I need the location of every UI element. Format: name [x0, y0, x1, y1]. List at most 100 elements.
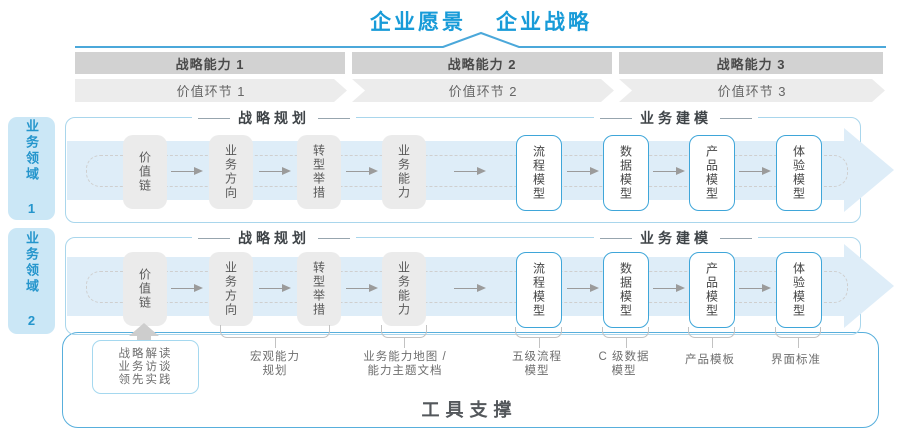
annotation-line: 规划	[262, 365, 288, 377]
box-transformation: 转型举措	[297, 135, 341, 209]
brace-ui-standard	[775, 327, 821, 348]
box-business-capability: 业务能力	[382, 135, 426, 209]
vision-title: 企业愿景	[370, 11, 466, 34]
box-business-capability: 业务能力	[382, 252, 426, 326]
brace-data-model	[602, 327, 649, 348]
brace-process-model	[515, 327, 562, 348]
annotation-line: 产品模板	[685, 354, 735, 366]
brace-capability-map	[381, 325, 427, 348]
title-dash-icon	[600, 117, 632, 119]
brace-macro-capability	[220, 325, 330, 348]
box-experience-model: 体验模型	[776, 252, 822, 328]
domain-label-2: 业务领域 2	[8, 228, 55, 334]
flow-arrow-icon	[171, 283, 203, 292]
domain-2-panel: 战略规划 业务建模 价值链 业务方向 转型举措 业务能力 流程模型 数据模型 产…	[65, 228, 894, 335]
box-product-model-label: 产品模型	[704, 145, 719, 201]
dashed-track	[86, 155, 848, 187]
box-product-model: 产品模型	[689, 135, 735, 211]
annotation-data-model: C 级数据 模型	[572, 350, 676, 378]
business-modeling-title: 业务建模	[594, 228, 758, 248]
box-transformation-label: 转型举措	[311, 144, 326, 200]
capability-bar-1: 战略能力 1	[75, 52, 345, 74]
value-chain-chevron-2: 价值环节 2	[352, 79, 614, 102]
annotation-line: 宏观能力	[250, 351, 300, 363]
flow-arrow-icon	[259, 283, 291, 292]
business-modeling-title: 业务建模	[594, 108, 758, 128]
box-business-direction: 业务方向	[209, 252, 253, 326]
flow-arrow-icon	[454, 166, 486, 175]
title-dash-icon	[600, 237, 632, 239]
value-chain-chevron-1: 价值环节 1	[75, 79, 347, 102]
title-dash-icon	[720, 237, 752, 239]
domain-2-text: 业务领域 2	[24, 231, 39, 331]
domain-1-panel: 战略规划 业务建模 价值链 业务方向 转型举措 业务能力 流程模型 数据模型 产…	[65, 108, 894, 223]
capability-bar-2: 战略能力 2	[352, 52, 612, 74]
value-chain-2-label: 价值环节 2	[448, 84, 518, 99]
flow-arrow-icon	[567, 283, 599, 292]
box-process-model-label: 流程模型	[531, 262, 546, 318]
box-data-model-label: 数据模型	[618, 145, 633, 201]
flow-arrow-icon	[653, 283, 685, 292]
strategic-planning-title: 战略规划	[192, 108, 356, 128]
box-transformation-label: 转型举措	[311, 261, 326, 317]
box-product-model-label: 产品模型	[704, 262, 719, 318]
practice-line-2: 业务访谈	[118, 360, 173, 373]
box-product-model: 产品模型	[689, 252, 735, 328]
value-chain-3-label: 价值环节 3	[717, 84, 787, 99]
title-dash-icon	[318, 117, 350, 119]
capability-bar-2-label: 战略能力 2	[447, 56, 517, 72]
strategic-planning-text: 战略规划	[238, 230, 310, 246]
title-dash-icon	[318, 237, 350, 239]
flow-band-arrowhead-icon	[844, 128, 894, 212]
flow-arrow-icon	[346, 283, 378, 292]
capability-bar-3-label: 战略能力 3	[716, 56, 786, 72]
box-data-model: 数据模型	[603, 252, 649, 328]
annotation-capability-map: 业务能力地图 / 能力主题文档	[338, 350, 472, 378]
box-business-direction-label: 业务方向	[223, 144, 238, 200]
value-chain-chevron-3: 价值环节 3	[619, 79, 885, 102]
box-process-model: 流程模型	[516, 135, 562, 211]
strategic-planning-title: 战略规划	[192, 228, 356, 248]
annotation-line: 模型	[611, 365, 637, 377]
diagram-header: 企业愿景 企业战略	[75, 6, 887, 36]
flow-arrow-icon	[171, 166, 203, 175]
capability-bar-1-label: 战略能力 1	[175, 56, 245, 72]
up-arrow-icon	[129, 323, 159, 336]
annotation-line: C 级数据	[598, 351, 650, 363]
tools-support-title: 工具支撑	[421, 400, 518, 420]
box-transformation: 转型举措	[297, 252, 341, 326]
flow-arrow-icon	[259, 166, 291, 175]
annotation-product-template: 产品模板	[658, 353, 762, 367]
business-modeling-text: 业务建模	[640, 230, 712, 246]
box-business-direction: 业务方向	[209, 135, 253, 209]
flow-arrow-icon	[346, 166, 378, 175]
practice-line-3: 领先实践	[118, 373, 173, 386]
box-business-capability-label: 业务能力	[396, 144, 411, 200]
flow-arrow-icon	[653, 166, 685, 175]
practice-line-1: 战略解读	[118, 347, 173, 360]
box-data-model: 数据模型	[603, 135, 649, 211]
box-value-chain: 价值链	[123, 135, 167, 209]
box-process-model-label: 流程模型	[531, 145, 546, 201]
box-experience-model: 体验模型	[776, 135, 822, 211]
capability-bar-3: 战略能力 3	[619, 52, 883, 74]
tools-support-container	[62, 332, 879, 428]
annotation-line: 业务能力地图 /	[363, 351, 447, 363]
domain-1-text: 业务领域 1	[24, 118, 39, 219]
domain-label-1: 业务领域 1	[8, 117, 55, 220]
box-process-model: 流程模型	[516, 252, 562, 328]
flow-arrow-icon	[454, 283, 486, 292]
strategic-planning-text: 战略规划	[238, 110, 310, 126]
business-modeling-text: 业务建模	[640, 110, 712, 126]
flow-arrow-icon	[739, 166, 771, 175]
practice-note-box: 战略解读 业务访谈 领先实践	[92, 340, 199, 394]
flow-band-arrowhead-icon	[844, 244, 894, 328]
box-data-model-label: 数据模型	[618, 262, 633, 318]
box-experience-model-label: 体验模型	[791, 145, 806, 201]
box-value-chain-label: 价值链	[137, 151, 152, 193]
box-value-chain: 价值链	[123, 252, 167, 326]
title-dash-icon	[198, 117, 230, 119]
annotation-line: 五级流程	[512, 351, 562, 363]
annotation-process-model: 五级流程 模型	[485, 350, 589, 378]
